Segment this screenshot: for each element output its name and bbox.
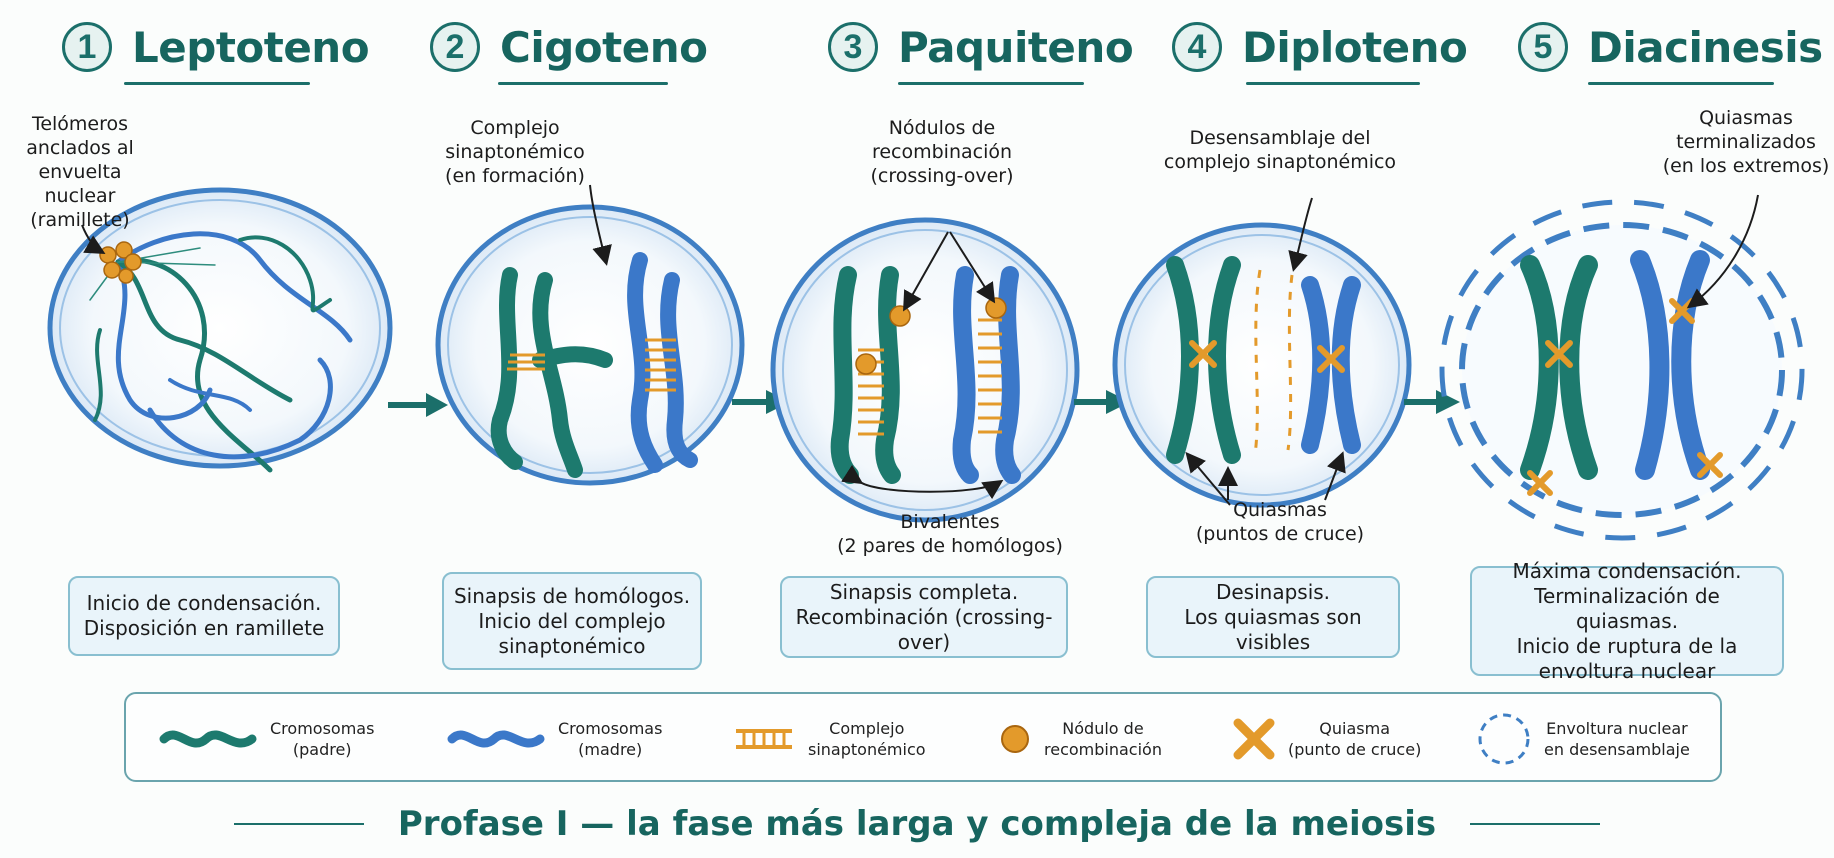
legend-label-complex: Complejo sinaptonémico [808, 719, 926, 759]
caption-text-3: Sinapsis completa. Recombinación (crossi… [795, 579, 1053, 654]
nucleus-diploteno [1112, 222, 1412, 508]
stage-name-5: Diacinesis [1588, 22, 1823, 72]
stage-title-3: 3 Paquiteno [828, 16, 1134, 78]
annotation-quiasmas-terminalizados: Quiasmas terminalizados (en los extremos… [1662, 107, 1830, 177]
stage-underline-1 [124, 82, 310, 85]
stage-underline-3 [898, 82, 1084, 85]
wavy-chromosome-blue-icon [447, 730, 545, 748]
stage-number-2: 2 [430, 22, 480, 72]
legend-box: Cromosomas (padre) Cromosomas (madre) Co… [124, 692, 1722, 782]
stage-number-1: 1 [62, 22, 112, 72]
chiasma-x-icon [1233, 718, 1275, 760]
caption-paquiteno: Sinapsis completa. Recombinación (crossi… [780, 576, 1068, 658]
annotation-desensamblaje: Desensamblaje del complejo sinaptonémico [1163, 127, 1397, 173]
legend-item-paternal: Cromosomas (padre) [158, 694, 374, 784]
stage-number-3: 3 [828, 22, 878, 72]
stage-name-3: Paquiteno [898, 22, 1134, 72]
annotation-quiasmas-cruce: Quiasmas (puntos de cruce) [1195, 499, 1365, 545]
dashed-envelope-icon [1478, 713, 1530, 765]
caption-text-1: Inicio de condensación. Disposición en r… [83, 591, 325, 640]
annotation-complejo-formacion: Complejo sinaptonémico (en formación) [445, 117, 585, 187]
stage-name-4: Diploteno [1242, 22, 1468, 72]
legend-item-nodule: Nódulo de recombinación [998, 694, 1162, 784]
annotation-bivalentes: Bivalentes (2 pares de homólogos) [837, 511, 1063, 557]
stage-number-5: 5 [1518, 22, 1568, 72]
stage-name-2: Cigoteno [500, 22, 708, 72]
caption-leptoteno: Inicio de condensación. Disposición en r… [68, 576, 340, 656]
annotation-nodulos: Nódulos de recombinación (crossing-over) [870, 117, 1014, 187]
caption-text-2: Sinapsis de homólogos. Inicio del comple… [453, 583, 691, 658]
caption-diacinesis: Máxima condensación. Terminalización de … [1470, 559, 1784, 683]
legend-label-nodule: Nódulo de recombinación [1044, 719, 1162, 759]
legend-label-maternal: Cromosomas (madre) [558, 719, 663, 759]
stage-number-4: 4 [1172, 22, 1222, 72]
stage-underline-5 [1588, 82, 1774, 85]
wavy-chromosome-teal-icon [159, 730, 257, 748]
flow-arrow-4 [1404, 390, 1460, 414]
footer-line-right [1470, 823, 1601, 825]
nucleus-paquiteno [770, 217, 1080, 523]
telomere-cluster [99, 241, 142, 284]
legend-label-paternal: Cromosomas (padre) [270, 719, 375, 759]
legend-item-maternal: Cromosomas (madre) [446, 694, 662, 784]
annotation-arrows [81, 184, 1759, 506]
stage-title-4: 4 Diploteno [1172, 16, 1468, 78]
stage-name-1: Leptoteno [132, 22, 370, 72]
footer: Profase I — la fase más larga y compleja… [0, 796, 1834, 852]
annotation-telomeros: Telómeros anclados al envuelta nuclear (… [26, 113, 134, 231]
legend-item-envelope: Envoltura nuclear en desensamblaje [1476, 694, 1690, 784]
nucleus-cigoteno [435, 204, 745, 486]
flow-arrow-1 [388, 393, 448, 417]
caption-cigoteno: Sinapsis de homólogos. Inicio del comple… [442, 572, 702, 670]
legend-item-chiasma: Quiasma (punto de cruce) [1232, 694, 1421, 784]
footer-line-left [233, 823, 364, 825]
stage-title-2: 2 Cigoteno [430, 16, 708, 78]
legend-item-complex: Complejo sinaptonémico [732, 694, 926, 784]
stage-title-1: 1 Leptoteno [62, 16, 370, 78]
legend-label-envelope: Envoltura nuclear en desensamblaje [1544, 719, 1690, 759]
stage-underline-2 [498, 82, 668, 85]
footer-title: Profase I — la fase más larga y compleja… [397, 804, 1437, 844]
synaptonemal-ladder-icon [736, 729, 792, 749]
nucleus-leptoteno [47, 187, 393, 473]
caption-text-4: Desinapsis. Los quiasmas son visibles [1184, 579, 1362, 654]
stage-underline-4 [1246, 82, 1420, 85]
nucleus-diacinesis [1439, 199, 1805, 541]
stage-title-5: 5 Diacinesis [1518, 16, 1823, 78]
recombination-nodule-icon [1001, 725, 1029, 753]
caption-text-5: Máxima condensación. Terminalización de … [1512, 558, 1742, 683]
caption-diploteno: Desinapsis. Los quiasmas son visibles [1146, 576, 1400, 658]
legend-label-chiasma: Quiasma (punto de cruce) [1288, 719, 1422, 759]
